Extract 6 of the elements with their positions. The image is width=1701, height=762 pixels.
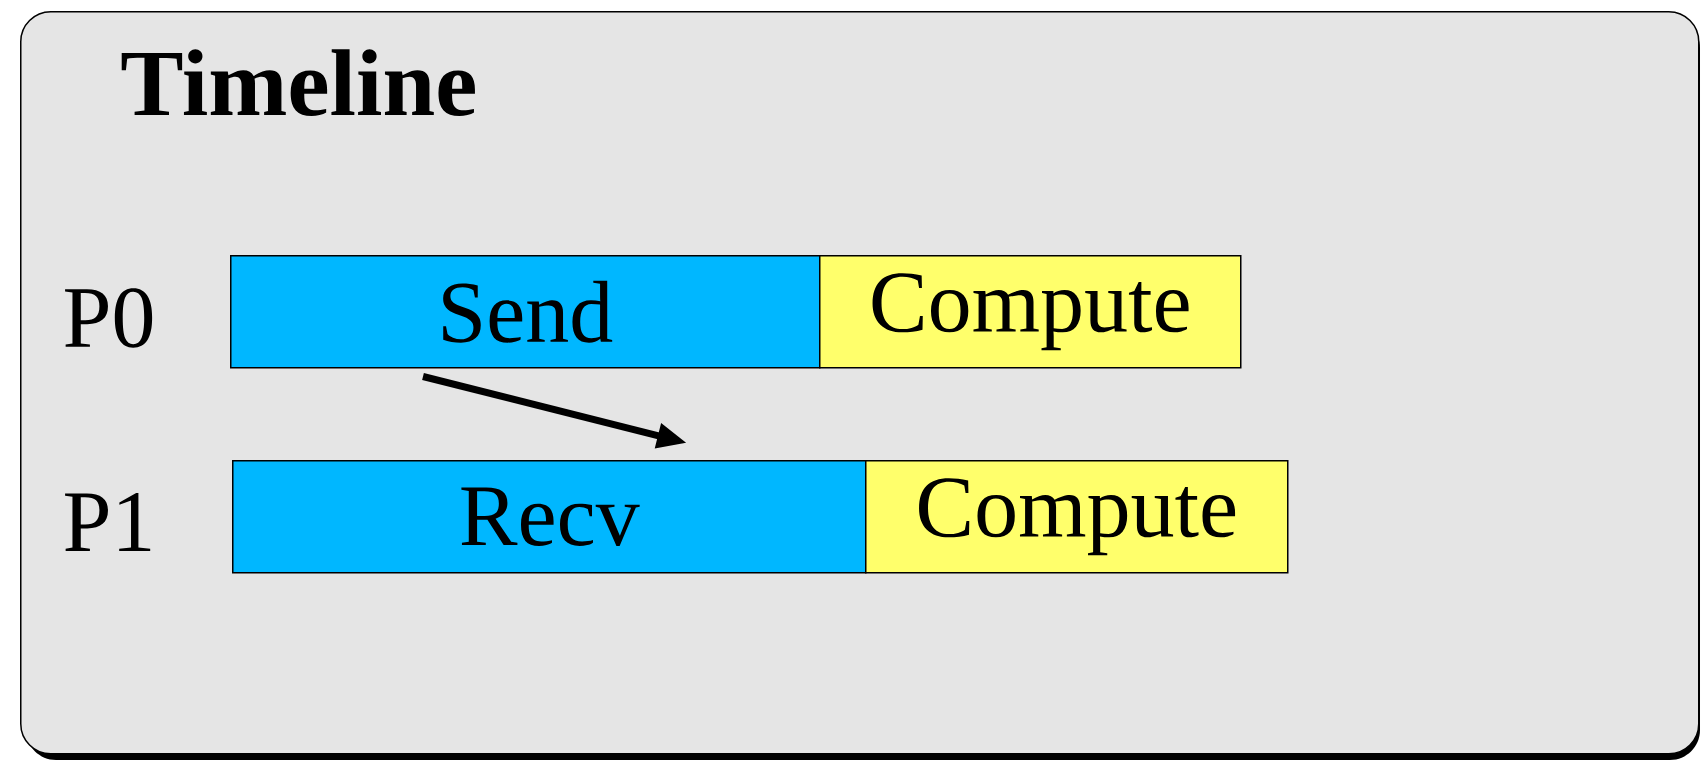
task-bar: Recv bbox=[232, 460, 867, 574]
task-bar: Compute bbox=[865, 460, 1289, 574]
row-label: P0 bbox=[65, 288, 153, 348]
task-bar: Send bbox=[230, 255, 821, 369]
row-label: P1 bbox=[65, 492, 151, 552]
task-bar: Compute bbox=[819, 255, 1242, 369]
